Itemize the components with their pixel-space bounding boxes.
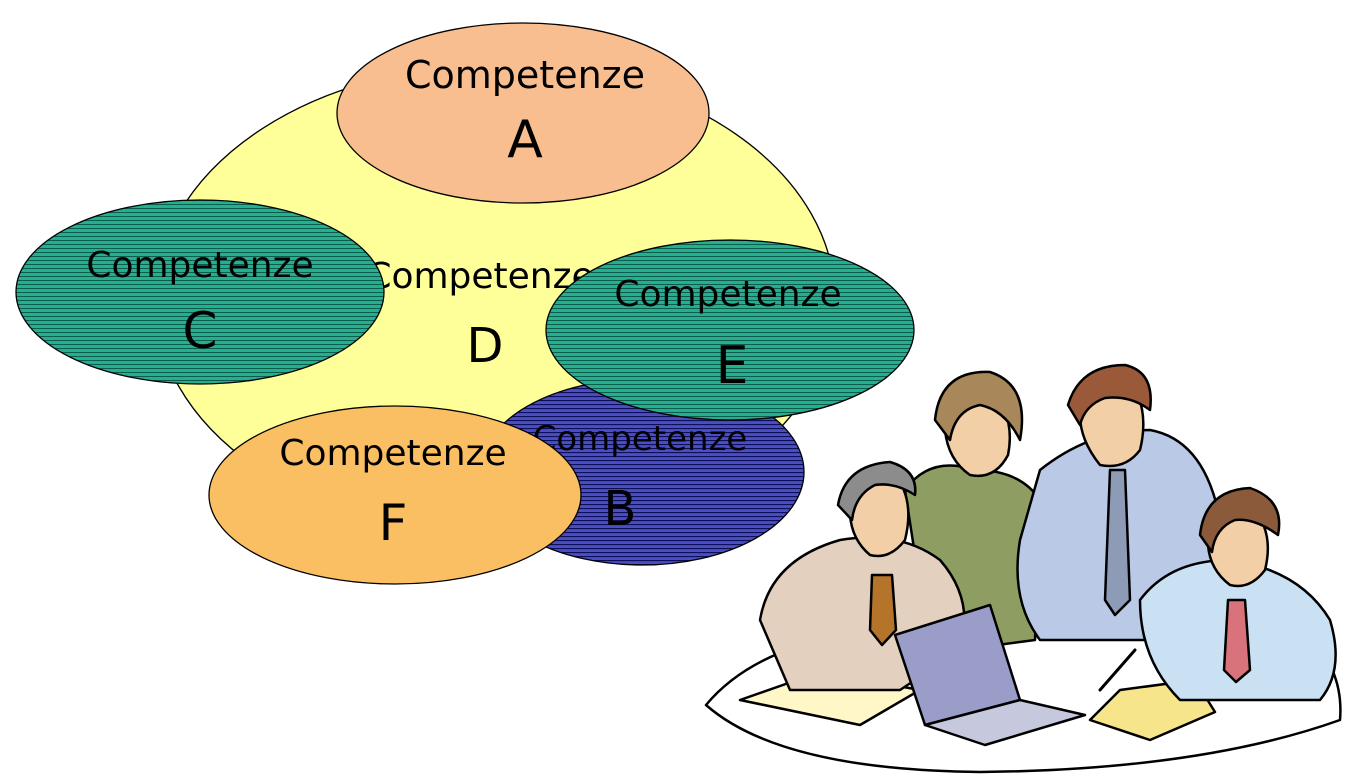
label-d-title: Competenze xyxy=(366,256,593,297)
label-f-title: Competenze xyxy=(279,433,506,474)
label-d-letter: D xyxy=(467,318,504,374)
label-f-letter: F xyxy=(379,494,408,552)
seated-man-right-tie xyxy=(1222,598,1252,684)
label-b-letter: B xyxy=(604,481,637,537)
business-team-clipart xyxy=(704,363,1342,774)
woman-hair xyxy=(933,370,1024,442)
seated-man-left-hair xyxy=(836,460,917,522)
standing-man-tie xyxy=(1103,468,1132,617)
ellipse-competenze-c: Competenze C xyxy=(15,199,385,385)
label-a-title: Competenze xyxy=(405,53,645,97)
label-e-title: Competenze xyxy=(614,274,841,315)
label-e-letter: E xyxy=(716,336,749,396)
ellipse-competenze-a: Competenze A xyxy=(336,22,710,204)
label-c-letter: C xyxy=(183,302,218,360)
seated-man-left-tie xyxy=(868,573,898,647)
standing-man-hair xyxy=(1066,363,1152,427)
label-c-title: Competenze xyxy=(86,245,313,286)
label-a-letter: A xyxy=(507,110,543,170)
pen xyxy=(1098,648,1137,692)
label-b-title: Competenze xyxy=(533,419,748,459)
laptop-base xyxy=(923,698,1087,747)
ellipse-competenze-f: Competenze F xyxy=(208,405,582,585)
seated-man-right-hair xyxy=(1198,486,1281,554)
ellipse-competenze-e: Competenze E xyxy=(545,239,915,421)
